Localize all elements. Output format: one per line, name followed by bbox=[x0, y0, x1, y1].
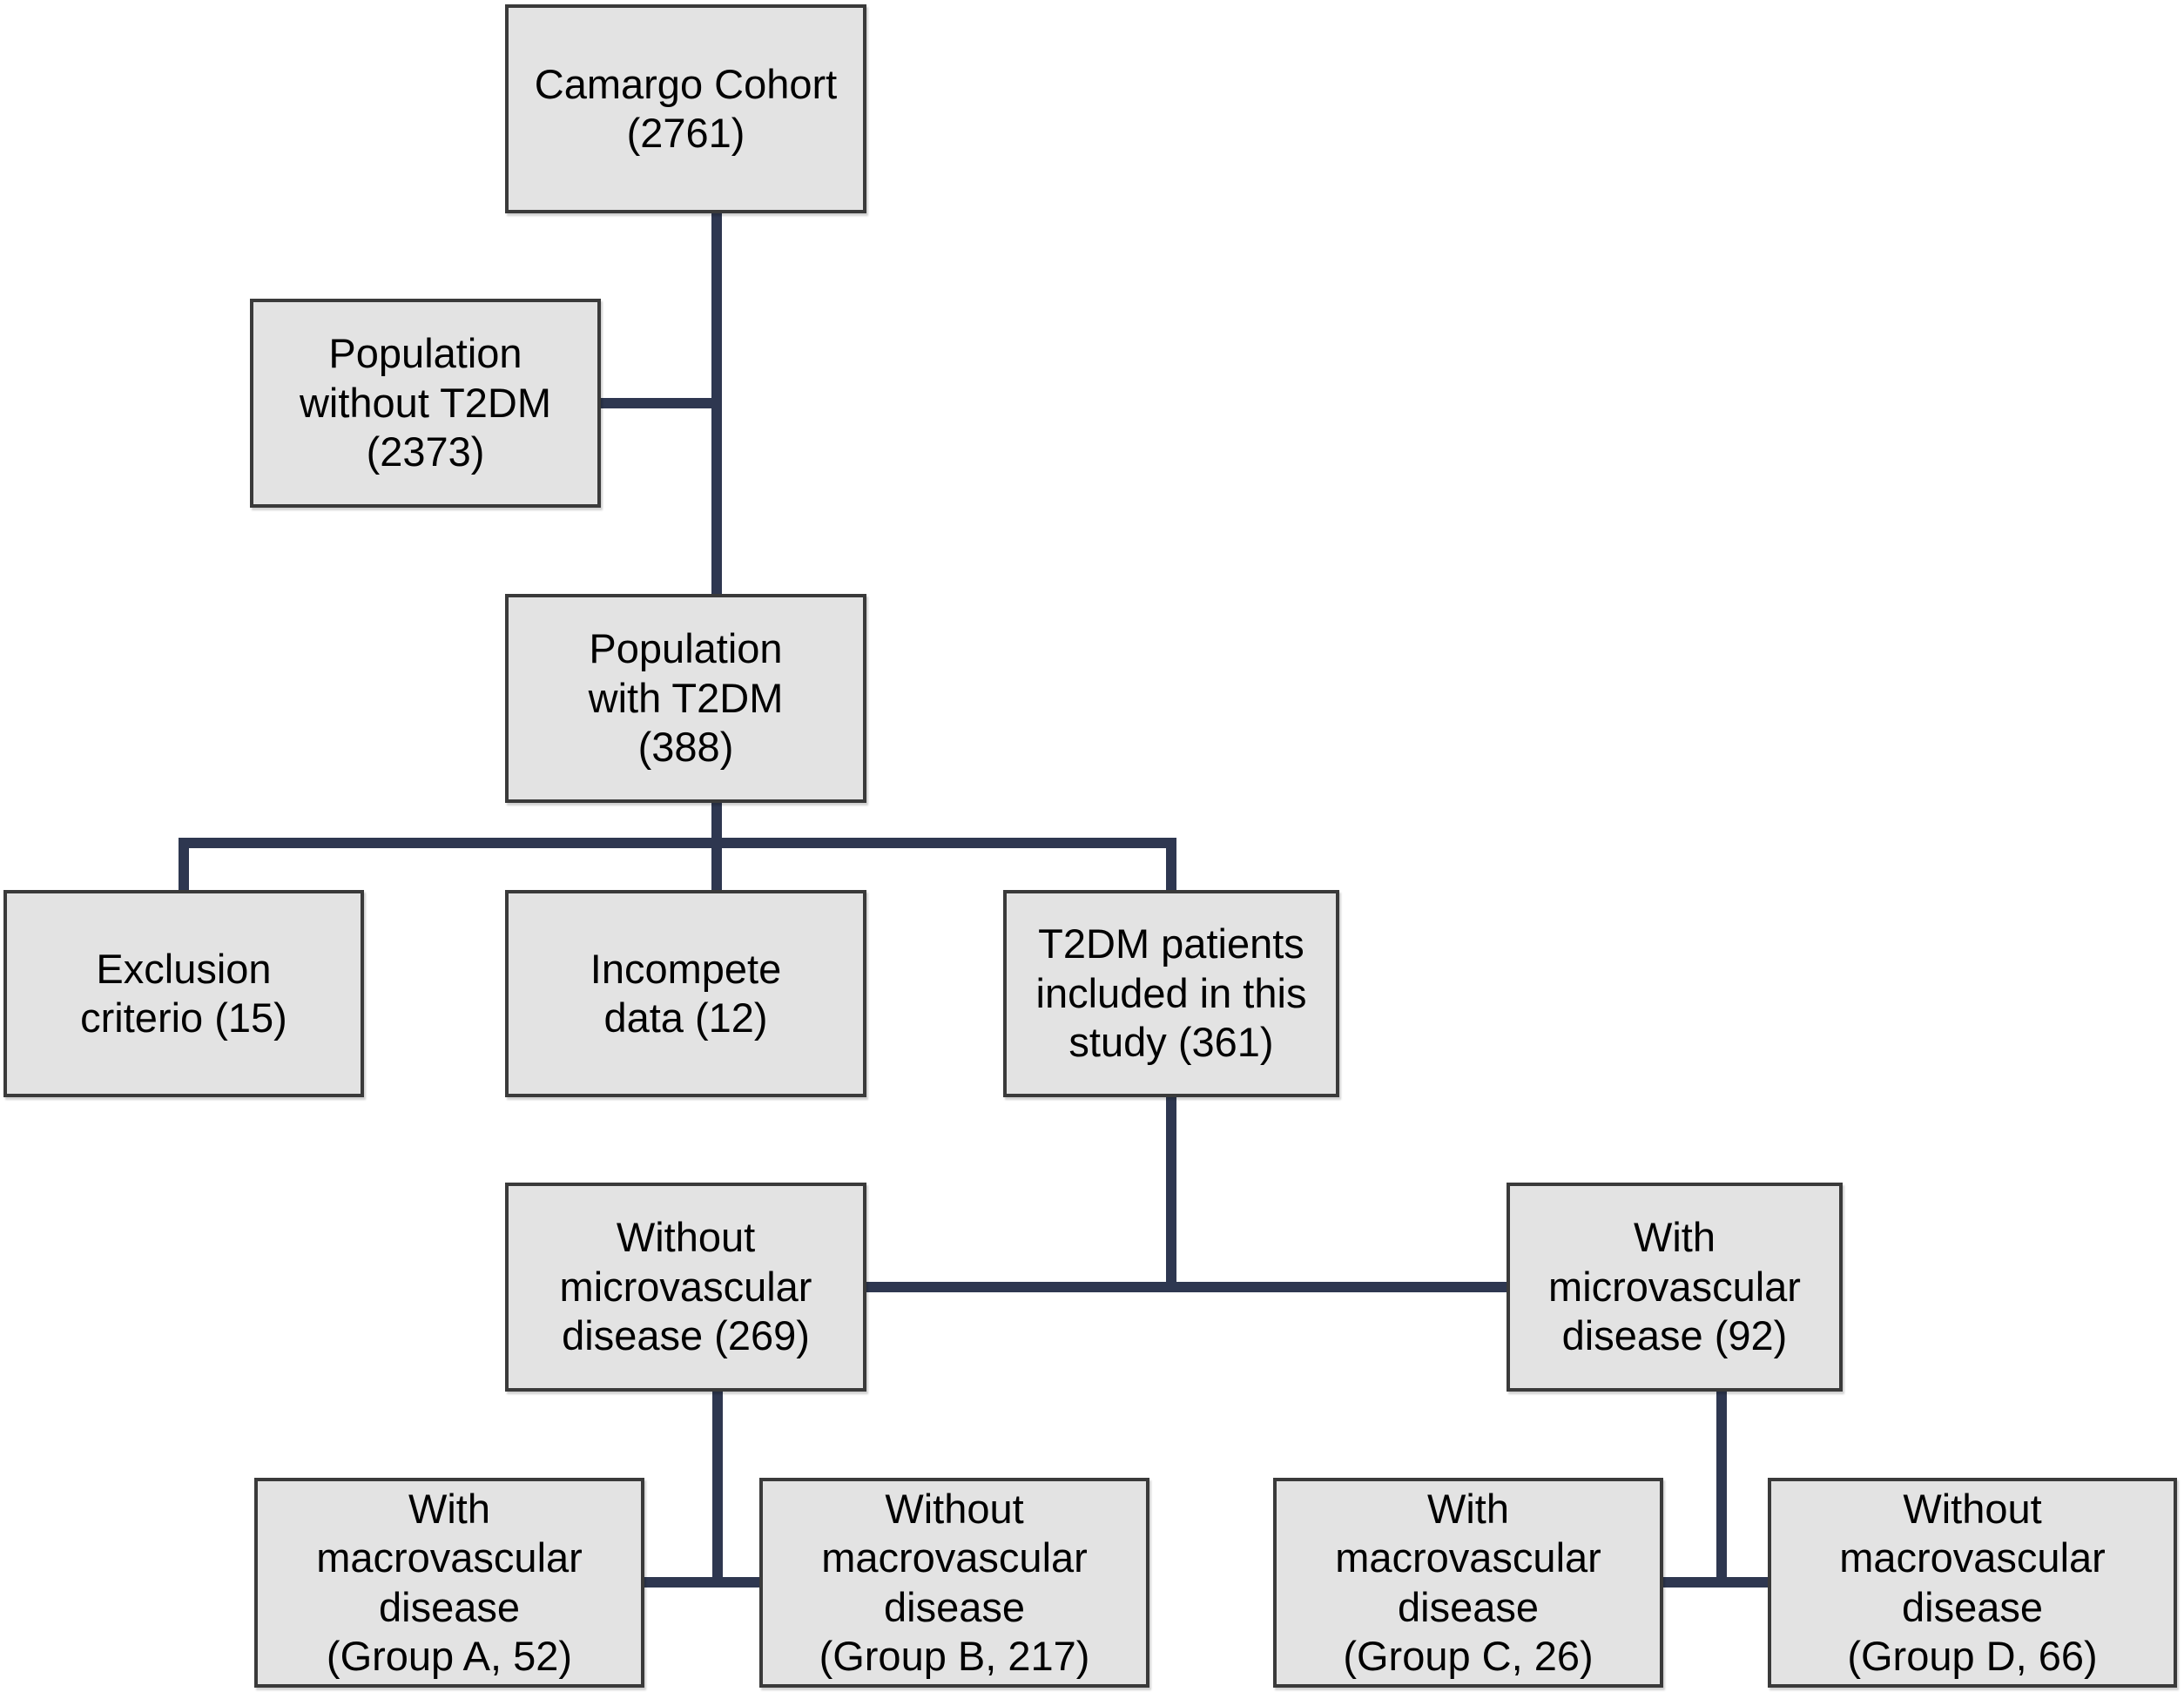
flow-node-group-b: Without macrovascular disease (Group B, … bbox=[759, 1478, 1149, 1688]
connector-micro-horizontal bbox=[862, 1282, 1510, 1292]
flow-node-label: Without macrovascular disease (Group B, … bbox=[819, 1485, 1090, 1679]
flow-node-exclusion-criterio: Exclusion criterio (15) bbox=[3, 890, 364, 1097]
flow-node-label: With microvascular disease (92) bbox=[1548, 1214, 1801, 1359]
connector-included-down bbox=[1166, 1095, 1176, 1292]
flow-node-label: Incompete data (12) bbox=[590, 945, 782, 1041]
connector-groupcd-horizontal bbox=[1662, 1577, 1769, 1588]
flow-node-label: Without macrovascular disease (Group D, … bbox=[1839, 1485, 2106, 1679]
flow-node-camargo-cohort: Camargo Cohort (2761) bbox=[505, 4, 866, 213]
connector-withoutmicro-down bbox=[712, 1390, 723, 1588]
flow-node-group-c: With macrovascular disease (Group C, 26) bbox=[1273, 1478, 1663, 1688]
connector-camargo-to-popwith bbox=[711, 212, 722, 596]
flow-node-incomplete-data: Incompete data (12) bbox=[505, 890, 866, 1097]
flow-node-label: Population without T2DM (2373) bbox=[299, 330, 552, 475]
connector-elbow-exclusion bbox=[179, 838, 189, 892]
connector-popwithout-stub bbox=[597, 398, 717, 408]
connector-withmicro-down bbox=[1716, 1390, 1727, 1588]
flow-node-without-microvascular: Without microvascular disease (269) bbox=[505, 1183, 866, 1392]
flow-node-label: Exclusion criterio (15) bbox=[80, 945, 287, 1041]
flow-node-label: T2DM patients included in this study (36… bbox=[1035, 920, 1307, 1066]
connector-groupab-horizontal bbox=[643, 1577, 761, 1588]
flow-node-group-a: With macrovascular disease (Group A, 52) bbox=[254, 1478, 644, 1688]
flow-node-with-microvascular: With microvascular disease (92) bbox=[1507, 1183, 1843, 1392]
flow-node-label: Population with T2DM (388) bbox=[588, 625, 784, 771]
flow-node-label: With macrovascular disease (Group A, 52) bbox=[316, 1485, 583, 1679]
flow-node-label: Without microvascular disease (269) bbox=[559, 1214, 812, 1359]
connector-threeway-horizontal bbox=[179, 838, 1176, 848]
flow-node-population-without-t2dm: Population without T2DM (2373) bbox=[250, 299, 601, 508]
connector-elbow-included bbox=[1166, 838, 1176, 892]
flow-node-group-d: Without macrovascular disease (Group D, … bbox=[1768, 1478, 2177, 1688]
flow-node-label: With macrovascular disease (Group C, 26) bbox=[1335, 1485, 1601, 1679]
flow-node-population-with-t2dm: Population with T2DM (388) bbox=[505, 594, 866, 803]
flow-node-t2dm-included: T2DM patients included in this study (36… bbox=[1003, 890, 1339, 1097]
flow-node-label: Camargo Cohort (2761) bbox=[534, 60, 838, 156]
